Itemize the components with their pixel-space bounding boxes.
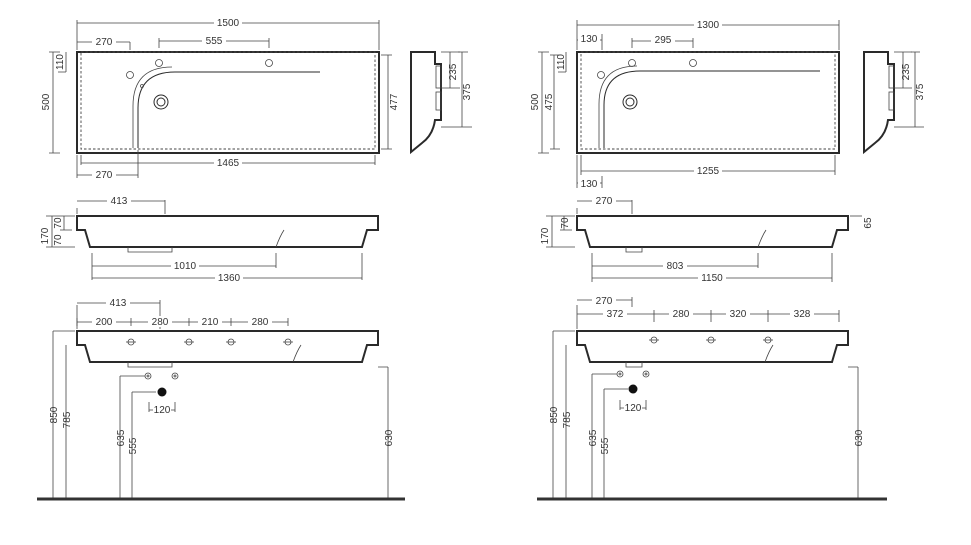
right-wall-view: 270 372 280 320 328 120 850 785 635 555 … [537, 295, 887, 501]
dim-right-wall-h5: 630 [854, 429, 865, 446]
dim-left-plan-inner-depth: 477 [389, 93, 400, 110]
dim-right-plan-depth: 500 [530, 93, 541, 110]
dim-right-wall-b: 372 [607, 309, 624, 320]
dim-left-side-a: 235 [448, 63, 459, 80]
dim-left-plan-bottom-offset: 270 [96, 170, 113, 181]
dim-right-plan-bottom-offset: 130 [581, 179, 598, 190]
dim-right-front-b: 170 [540, 227, 551, 244]
dim-left-wall-h1: 850 [49, 406, 60, 423]
right-side-view: 235 375 [863, 51, 926, 155]
dim-right-front-d: 65 [863, 217, 874, 229]
dim-left-front-e: 1010 [174, 261, 197, 272]
dim-right-wall-h1: 850 [549, 406, 560, 423]
dim-right-plan-inner-depth: 475 [544, 93, 555, 110]
dim-left-plan-total-width: 1500 [217, 18, 240, 29]
dim-left-wall-c: 280 [152, 317, 169, 328]
dim-left-wall-h4: 555 [128, 437, 139, 454]
dim-left-wall-b: 200 [96, 317, 113, 328]
dim-right-wall-a: 270 [596, 296, 613, 307]
right-wall-supply-valves [616, 370, 650, 378]
dim-right-wall-d: 320 [730, 309, 747, 320]
dim-right-plan-total-width: 1300 [697, 20, 720, 31]
dim-right-wall-h4: 555 [600, 437, 611, 454]
dim-right-wall-c: 280 [673, 309, 690, 320]
left-plan-view: 1500 270 555 110 500 477 1465 270 [41, 17, 400, 181]
dim-right-plan-inner-width: 1255 [697, 166, 720, 177]
dim-left-wall-w: 120 [154, 405, 171, 416]
dim-left-wall-a: 413 [110, 298, 127, 309]
dim-right-plan-tap-spacing: 295 [655, 35, 672, 46]
right-wall-tap-holes [649, 336, 773, 344]
dim-right-wall-h2: 785 [562, 411, 573, 428]
dim-left-wall-h3: 635 [116, 429, 127, 446]
dim-left-front-b: 170 [40, 227, 51, 244]
dim-left-plan-top-offset: 110 [55, 54, 66, 70]
dim-left-front-d: 70 [53, 234, 64, 246]
left-wall-drain [157, 387, 167, 397]
dim-left-side-b: 375 [462, 83, 473, 100]
dim-right-front-e: 803 [667, 261, 684, 272]
dim-right-plan-top-offset: 110 [556, 54, 567, 70]
dim-left-front-a: 413 [111, 196, 128, 207]
dim-left-plan-depth: 500 [41, 93, 52, 110]
dim-right-front-f: 1150 [701, 273, 723, 284]
dim-left-front-f: 1360 [218, 273, 241, 284]
dim-right-side-b: 375 [915, 83, 926, 100]
dim-left-plan-inner-width: 1465 [217, 158, 240, 169]
dim-left-front-c: 70 [53, 217, 64, 229]
left-wall-tap-holes [126, 338, 293, 346]
left-wall-view: 413 200 280 210 280 120 850 785 635 555 [37, 297, 405, 501]
dim-left-wall-h5: 630 [384, 429, 395, 446]
right-plan-view: 1300 130 295 110 500 475 1255 130 [530, 19, 840, 190]
dim-left-plan-left-offset: 270 [96, 37, 113, 48]
dim-right-wall-e: 328 [794, 309, 811, 320]
right-wall-drain [628, 384, 638, 394]
dim-left-plan-tap-spacing: 555 [206, 36, 223, 47]
left-wall-supply-valves [144, 372, 179, 380]
dim-right-side-a: 235 [901, 63, 912, 80]
dim-right-front-c: 70 [560, 217, 571, 229]
right-front-view: 270 170 70 65 803 1150 [540, 195, 874, 284]
dim-right-front-a: 270 [596, 196, 613, 207]
dim-right-wall-h3: 635 [588, 429, 599, 446]
dim-right-plan-left-offset: 130 [581, 34, 598, 45]
left-front-view: 413 170 70 70 1010 1360 [40, 195, 379, 284]
dim-right-wall-w: 120 [625, 403, 642, 414]
left-side-view: 235 375 [410, 51, 473, 155]
dim-left-wall-h2: 785 [62, 411, 73, 428]
dim-left-wall-e: 280 [252, 317, 269, 328]
dim-left-wall-d: 210 [202, 317, 219, 328]
